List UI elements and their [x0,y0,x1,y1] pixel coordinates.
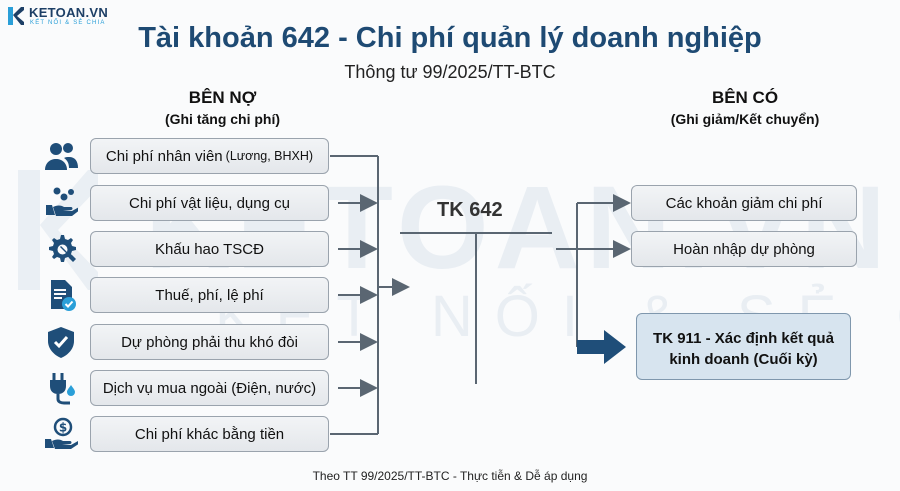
hand-dollar-icon: $ [45,417,78,449]
logo-name: KETOAN.VN [29,5,109,20]
debit-item-label: Dự phòng phải thu khó đòi [121,333,298,351]
credit-item-cost-reduction: Các khoản giảm chi phí [631,185,857,221]
debit-item-label: Dịch vụ mua ngoài (Điện, nước) [102,379,317,397]
debit-item: Dự phòng phải thu khó đòi [90,324,329,360]
logo-tagline: KẾT NỐI & SẺ CHIA [30,20,106,26]
document-check-icon [51,280,76,311]
credit-item-provision-reversal: Hoàn nhập dự phòng [631,231,857,267]
svg-text:$: $ [59,421,67,435]
debit-heading: BÊN NỢ (Ghi tăng chi phí) [110,88,335,127]
transfer-tk911-box: TK 911 - Xác định kết quả kinh doanh (Cu… [636,313,851,380]
account-label: TK 642 [437,199,503,221]
debit-heading-sub: (Ghi tăng chi phí) [164,111,281,127]
debit-item: Chi phí vật liệu, dụng cụ [90,185,329,221]
debit-item-label: Khấu hao TSCĐ [155,240,264,258]
shield-check-icon [48,327,74,358]
transfer-line-2: kinh doanh (Cuối kỳ) [669,351,818,368]
hand-coins-icon [46,187,78,216]
brand-logo: KETOAN.VN KẾT NỐI & SẺ CHIA [8,5,118,29]
credit-heading: BÊN CÓ (Ghi giảm/Kết chuyển) [600,88,890,127]
footer-note: Theo TT 99/2025/TT-BTC - Thực tiễn & Dễ … [312,469,588,483]
gear-wrench-icon [49,235,76,262]
debit-item-label: Thuế, phí, lệ phí [155,286,264,304]
debit-item: Khấu hao TSCĐ [90,231,329,267]
debit-item: Chi phí nhân viên(Lương, BHXH) [90,138,329,174]
people-icon [45,143,78,170]
debit-item-note: (Lương, BHXH) [225,149,314,163]
debit-item-label: Chi phí nhân viên [105,147,223,165]
transfer-line-1: TK 911 - Xác định kết quả [653,330,834,347]
debit-item: Thuế, phí, lệ phí [90,277,329,313]
debit-item-label: Chi phí vật liệu, dụng cụ [129,194,290,212]
plug-drop-icon [50,373,75,405]
page-subtitle: Thông tư 99/2025/TT-BTC [344,62,556,82]
transfer-arrow [577,330,626,364]
watermark-k-mark [18,170,98,290]
logo-k-icon [8,7,24,25]
debit-item: Dịch vụ mua ngoài (Điện, nước) [90,370,329,406]
watermark-brand: KETOAN.VN [145,162,892,294]
credit-heading-title: BÊN CÓ [711,88,779,107]
debit-heading-title: BÊN NỢ [188,88,257,107]
debit-item: Chi phí khác bằng tiền [90,416,329,452]
debit-item-label: Chi phí khác bằng tiền [134,425,285,443]
credit-heading-sub: (Ghi giảm/Kết chuyển) [670,111,820,127]
page-title: Tài khoản 642 - Chi phí quản lý doanh ng… [138,22,762,54]
